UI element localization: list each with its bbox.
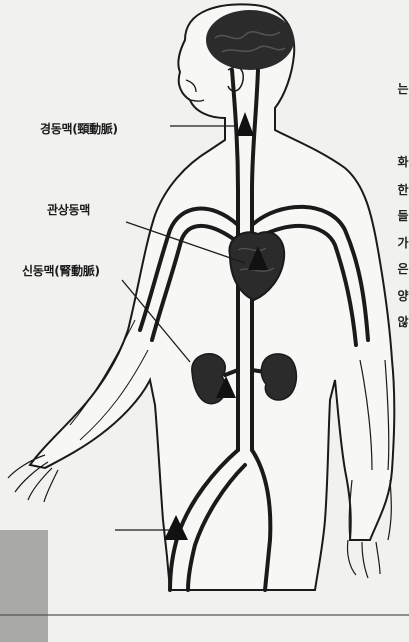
label-coronary-artery: 관상동맥 (47, 201, 90, 218)
edge-text-3: 한 (397, 181, 409, 198)
edge-text-7: 양 (397, 287, 409, 304)
edge-text-8: 않 (397, 313, 409, 330)
label-carotid-artery: 경동맥(頸動脈) (40, 120, 118, 137)
right-hand (347, 540, 380, 578)
edge-text-4: 들 (397, 207, 409, 224)
edge-text-1: 는 (397, 80, 409, 97)
right-kidney (261, 354, 296, 400)
edge-text-6: 은 (397, 260, 409, 277)
brain (206, 10, 294, 70)
edge-text-5: 가 (397, 234, 409, 251)
label-renal-artery: 신동맥(腎動脈) (22, 262, 100, 279)
edge-text-2: 화 (397, 153, 409, 170)
gray-panel (0, 530, 48, 642)
body-outline (30, 4, 394, 590)
